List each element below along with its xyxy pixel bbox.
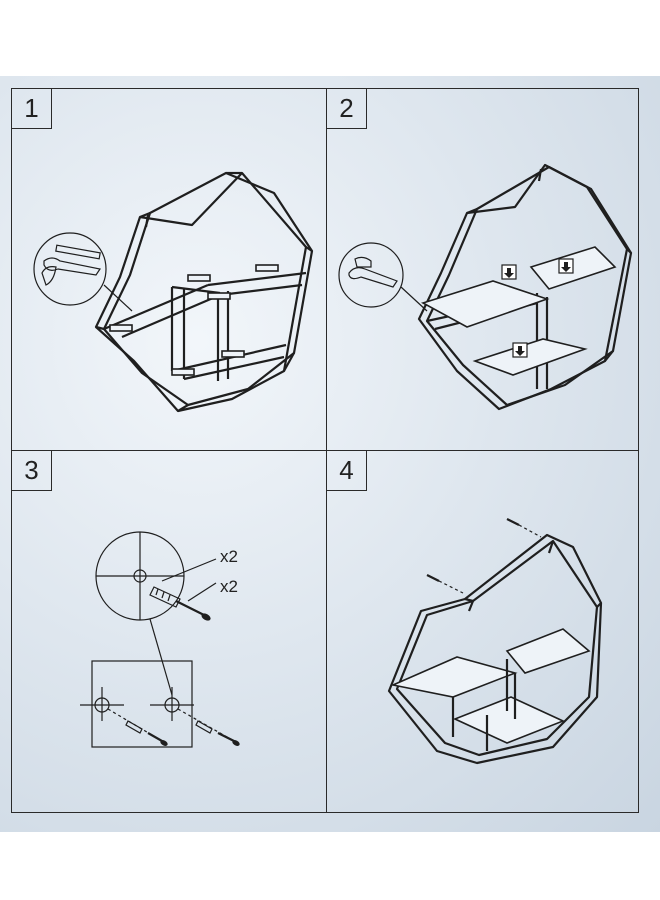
step-4-panel: 4 bbox=[326, 450, 639, 813]
hexagon-frame-icon bbox=[33, 171, 314, 413]
step-2-number: 2 bbox=[327, 89, 367, 129]
wall-plug-icon bbox=[149, 586, 181, 608]
drill-hole-detail-icon bbox=[80, 531, 240, 748]
step-4-number: 4 bbox=[327, 451, 367, 491]
screw-icon bbox=[175, 600, 211, 621]
screw-icon bbox=[426, 518, 542, 594]
screw-quantity-label: x2 bbox=[220, 577, 238, 596]
step-2-panel: 2 bbox=[326, 88, 639, 451]
assembled-shelf-icon bbox=[387, 518, 603, 765]
step-3-panel: 3 bbox=[11, 450, 327, 813]
hexagon-frame-icon bbox=[338, 163, 633, 411]
step-1-panel: 1 bbox=[11, 88, 327, 451]
plug-quantity-label: x2 bbox=[220, 547, 238, 566]
down-arrow-icon bbox=[501, 258, 574, 358]
step-1-number: 1 bbox=[12, 89, 52, 129]
wall-template-icon bbox=[91, 660, 193, 748]
instruction-sheet-background bbox=[0, 76, 660, 832]
step-3-number: 3 bbox=[12, 451, 52, 491]
